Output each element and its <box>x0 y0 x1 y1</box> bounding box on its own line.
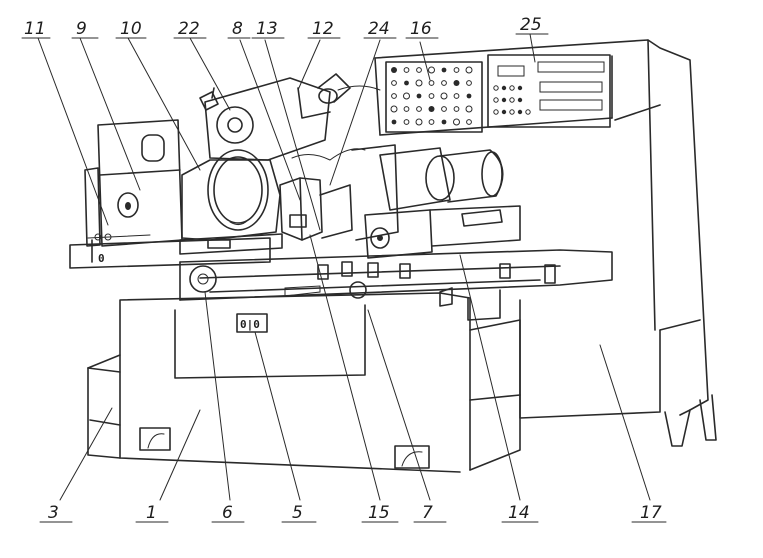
callout-3: 3 <box>48 503 59 523</box>
panel-button-dot <box>453 106 460 112</box>
panel-button-dot <box>416 67 422 73</box>
callout-6: 6 <box>222 503 233 523</box>
callouts: 11 9 10 22 8 13 12 24 16 25 3 1 6 5 15 7… <box>21 15 667 523</box>
display-button-dot <box>501 97 507 103</box>
display-button-dot <box>509 97 515 103</box>
panel-button-dot <box>441 119 447 125</box>
panel-button-dot <box>466 93 472 99</box>
display-button-dot <box>493 85 499 91</box>
panel-button-dot <box>453 93 460 99</box>
panel-button-dot <box>391 93 397 99</box>
callout-11: 11 <box>24 19 46 39</box>
handle-plate <box>236 313 268 333</box>
control-cabinet <box>374 39 717 447</box>
panel-button-dot <box>441 80 447 86</box>
panel-button-dot <box>416 106 422 112</box>
callout-10: 10 <box>120 19 142 39</box>
panel-button-dot <box>428 119 435 125</box>
callout-14: 14 <box>508 503 530 523</box>
panel-button-dot <box>465 66 473 74</box>
display-button-dot <box>509 109 515 115</box>
panel-button-dot <box>441 67 447 73</box>
panel-button-dot <box>428 66 435 74</box>
panel-button-dot <box>403 106 410 112</box>
panel-button-dot <box>415 79 423 87</box>
panel-button-dot <box>404 80 409 86</box>
wheelhead <box>199 73 381 161</box>
panel-button-dot <box>441 106 447 112</box>
panel-button-dot <box>466 119 472 125</box>
panel-button-dot <box>428 106 435 112</box>
center-column <box>279 144 399 241</box>
panel-button-dot <box>453 67 460 73</box>
display-button-dot <box>517 85 523 91</box>
wheel-guard <box>179 149 283 255</box>
callout-16: 16 <box>410 19 432 39</box>
work-table <box>179 249 613 307</box>
panel-button-dot <box>391 80 397 86</box>
panel-button-dot <box>466 80 472 86</box>
workhead-housing <box>84 119 183 247</box>
handwheel <box>189 265 217 293</box>
table-extension: 0 <box>69 233 271 269</box>
callout-12: 12 <box>312 19 334 39</box>
display-button-dot <box>501 109 507 115</box>
panel-button-dot <box>403 67 410 73</box>
panel-button-dot <box>390 105 398 113</box>
callout-15: 15 <box>368 503 390 523</box>
panel-button-dot <box>403 92 410 100</box>
machine-base: 0|0 <box>87 289 521 473</box>
display-button-dot <box>517 97 523 103</box>
callout-24: 24 <box>368 19 390 39</box>
callout-25: 25 <box>520 15 542 35</box>
display-button-dot <box>509 85 515 91</box>
handle-plate-text: 0|0 <box>240 318 260 331</box>
panel-button-dot <box>428 93 435 99</box>
callout-7: 7 <box>422 503 433 523</box>
leader-lines <box>37 33 651 501</box>
callout-9: 9 <box>76 19 87 39</box>
callout-13: 13 <box>256 19 278 39</box>
display-button-dot <box>493 97 499 103</box>
display-panel <box>487 54 611 128</box>
callout-1: 1 <box>146 503 157 523</box>
callout-22: 22 <box>178 19 200 39</box>
panel-button-dot <box>391 67 397 73</box>
panel-button-dot <box>453 118 460 126</box>
callout-17: 17 <box>640 503 662 523</box>
table-mark: 0 <box>98 252 105 265</box>
tailstock <box>364 147 521 259</box>
panel-button-dot <box>391 119 397 125</box>
callout-8: 8 <box>232 19 243 39</box>
panel-button-dot <box>416 93 422 99</box>
panel-button-dot <box>415 118 423 126</box>
panel-button-dot <box>403 119 410 125</box>
panel-button-dot <box>428 80 435 86</box>
panel-button-dot <box>453 80 460 86</box>
display-button-dot <box>501 85 507 91</box>
display-button-dot <box>493 109 499 115</box>
display-button-dot <box>517 109 523 115</box>
panel-button-dot <box>465 105 473 113</box>
panel-button-dot <box>440 92 448 100</box>
callout-5: 5 <box>292 503 303 523</box>
button-panel <box>385 61 483 133</box>
display-button-dot <box>525 109 531 115</box>
